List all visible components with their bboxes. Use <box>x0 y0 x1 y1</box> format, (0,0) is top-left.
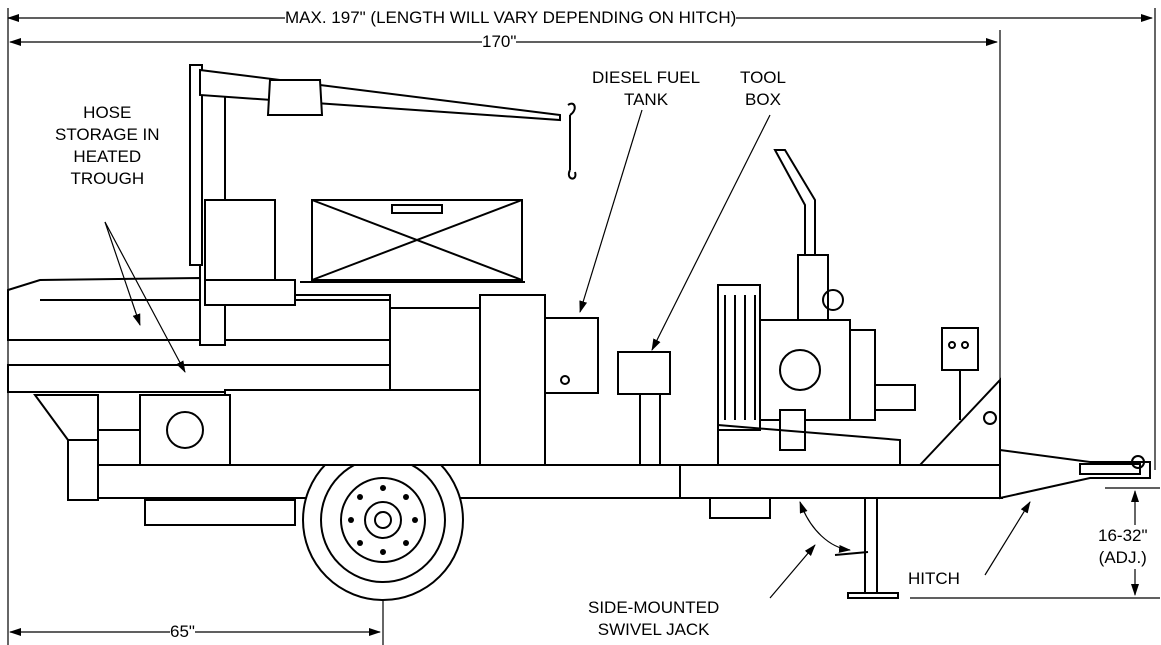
crane-boom <box>189 64 577 346</box>
tool-box <box>617 351 671 466</box>
swivel-jack-line-1: SIDE-MOUNTED <box>588 598 720 617</box>
hose-storage-line-2: STORAGE IN <box>55 125 160 144</box>
leader-lines <box>104 109 1031 599</box>
swivel-jack-line-2: SWIVEL JACK <box>597 620 710 639</box>
diesel-tank-line-2: TANK <box>623 90 669 109</box>
diesel-tank-line-1: DIESEL FUEL <box>592 68 701 87</box>
trailer-frame <box>33 377 1151 501</box>
tool-box-line-1: TOOL <box>740 68 786 87</box>
hitch-callout: HITCH <box>908 568 960 590</box>
swivel-jack-callout: SIDE-MOUNTED SWIVEL JACK <box>588 597 720 641</box>
hose-trough <box>7 276 536 466</box>
overall-length-label: 170" <box>482 31 517 53</box>
hose-storage-callout: HOSE STORAGE IN HEATED TROUGH <box>55 102 160 190</box>
tool-box-callout: TOOL BOX <box>740 67 786 111</box>
hose-storage-line-4: TROUGH <box>70 169 145 188</box>
hitch-height-label: 16-32" (ADJ.) <box>1098 525 1148 569</box>
control-panel <box>941 327 979 420</box>
overall-max-length-label: MAX. 197" (LENGTH WILL VARY DEPENDING ON… <box>285 7 737 29</box>
hitch-height-value: 16-32" <box>1098 526 1148 545</box>
wheel <box>302 439 464 601</box>
axle-position-label: 65" <box>170 621 195 643</box>
tool-box-line-2: BOX <box>745 90 781 109</box>
hitch-height-note: (ADJ.) <box>1098 548 1147 567</box>
hose-storage-line-3: HEATED <box>73 147 142 166</box>
main-cabinet <box>139 294 546 526</box>
swivel-jack <box>834 497 899 599</box>
hose-storage-line-1: HOSE <box>83 103 132 122</box>
engine <box>709 149 916 519</box>
diesel-fuel-tank <box>544 317 599 394</box>
diesel-tank-callout: DIESEL FUEL TANK <box>592 67 700 111</box>
heater-box <box>300 199 525 283</box>
